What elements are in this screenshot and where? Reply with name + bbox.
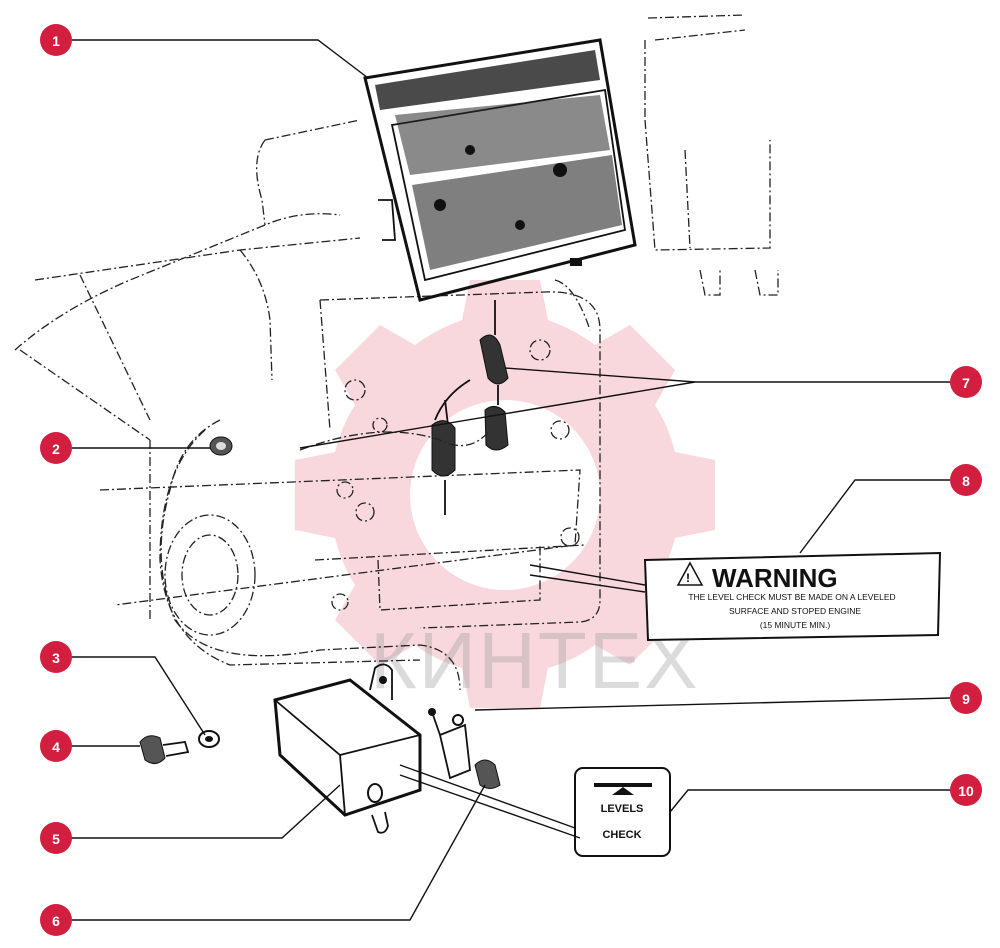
svg-text:10: 10 bbox=[958, 783, 974, 799]
control-panel-part bbox=[363, 38, 637, 302]
svg-text:6: 6 bbox=[52, 913, 60, 929]
callout-2: 2 bbox=[40, 432, 72, 464]
callout-1: 1 bbox=[40, 24, 72, 56]
washer-part bbox=[198, 730, 220, 748]
warning-triangle-icon bbox=[676, 561, 704, 586]
warning-line-2: SURFACE AND STOPED ENGINE bbox=[729, 606, 861, 616]
callout-9: 9 bbox=[950, 682, 982, 714]
svg-text:8: 8 bbox=[962, 473, 970, 489]
callout-10: 10 bbox=[950, 774, 982, 806]
levels-label-line-1: LEVELS bbox=[601, 803, 644, 815]
svg-text:1: 1 bbox=[52, 33, 60, 49]
watermark-text: КИНТЕХ bbox=[370, 616, 699, 705]
background-side-bracket bbox=[644, 14, 779, 296]
leader-lines bbox=[72, 39, 951, 921]
level-balance-icon bbox=[594, 783, 652, 795]
warning-title: WARNING bbox=[712, 563, 838, 593]
levels-label-line-2: CHECK bbox=[602, 829, 641, 841]
callout-6: 6 bbox=[40, 904, 72, 936]
svg-text:2: 2 bbox=[52, 441, 60, 457]
callout-3: 3 bbox=[40, 641, 72, 673]
screw-part bbox=[139, 735, 190, 764]
grommet-part bbox=[209, 436, 233, 456]
relay-box-part bbox=[273, 663, 422, 834]
callout-5: 5 bbox=[40, 822, 72, 854]
svg-text:!: ! bbox=[686, 571, 690, 585]
warning-line-1: THE LEVEL CHECK MUST BE MADE ON A LEVELE… bbox=[688, 592, 895, 602]
warning-label: ! WARNING THE LEVEL CHECK MUST BE MADE O… bbox=[643, 551, 942, 642]
levels-check-label: LEVELS CHECK bbox=[574, 767, 671, 857]
level-sensor-part bbox=[428, 708, 501, 789]
callout-7: 7 bbox=[950, 366, 982, 398]
callout-4: 4 bbox=[40, 730, 72, 762]
warning-line-3: (15 MINUTE MIN.) bbox=[760, 620, 831, 630]
svg-text:9: 9 bbox=[962, 691, 970, 707]
watermark-gear-logo bbox=[295, 280, 715, 708]
svg-text:3: 3 bbox=[52, 650, 60, 666]
connector-parts bbox=[159, 300, 509, 691]
svg-text:5: 5 bbox=[52, 831, 60, 847]
svg-text:7: 7 bbox=[962, 375, 970, 391]
callout-8: 8 bbox=[950, 464, 982, 496]
engine-housing-outline bbox=[14, 119, 601, 636]
svg-text:4: 4 bbox=[52, 739, 60, 755]
